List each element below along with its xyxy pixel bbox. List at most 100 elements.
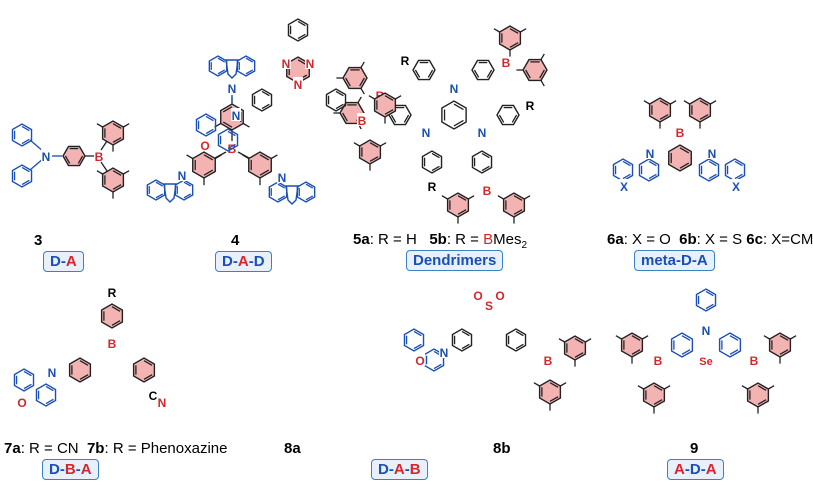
methyl-group <box>540 80 545 87</box>
double-bond <box>681 335 691 341</box>
double-bond <box>183 181 192 187</box>
molecule-drawings: NBBNNNNNNRBBRBRBNXNXRBCNNONNNNOBSOONOBNS… <box>11 18 797 414</box>
methyl-group <box>186 154 194 160</box>
category-badge-d-a-d: D-A-D <box>215 251 272 272</box>
double-bond <box>515 330 524 337</box>
phenyl <box>287 18 309 42</box>
mesityl-ring <box>642 382 666 408</box>
phenoxazine-ring <box>217 128 239 152</box>
boron-atom: B <box>108 337 117 351</box>
atom-bg <box>227 81 237 94</box>
double-bond <box>259 154 270 161</box>
mesityl-ring <box>358 139 382 165</box>
compound-label-7: 7a: R = CN 7b: R = Phenoxazine <box>4 440 228 457</box>
double-bond <box>648 160 657 167</box>
phenoxazine-ring <box>195 113 217 137</box>
phenyl <box>496 104 520 126</box>
pyrrole-ring <box>225 59 239 79</box>
methyl-group <box>585 338 592 343</box>
double-bond <box>112 123 122 129</box>
mesityl-ring <box>522 58 548 82</box>
double-bond <box>143 360 153 366</box>
double-bond <box>513 195 523 201</box>
double-bond <box>659 114 669 120</box>
methyl-group <box>242 122 250 128</box>
compound-label-6: 6a: X = O 6b: X = S 6c: X=CMe2 <box>607 231 813 248</box>
category-badge-d-a-b: D-A-B <box>371 459 428 480</box>
double-bond <box>549 382 559 388</box>
atom-bg <box>357 113 367 126</box>
mesityl-ring <box>502 192 526 218</box>
methyl-group <box>380 142 387 147</box>
mesityl-ring <box>688 97 712 123</box>
selenium-atom: Se <box>699 356 712 368</box>
bond <box>100 161 108 172</box>
atom-bg <box>482 183 492 196</box>
double-bond <box>21 179 30 186</box>
boron-atom: B <box>544 354 553 368</box>
atom-bg <box>653 353 663 366</box>
oxygen-atom: O <box>415 354 424 368</box>
double-bond <box>390 114 397 123</box>
compound-label-8b: 8b <box>493 440 511 457</box>
double-bond <box>111 320 121 326</box>
nitrile-carbon: C <box>149 389 158 403</box>
double-bond <box>21 166 30 173</box>
r-group: R <box>108 286 117 300</box>
boron-atom: B <box>502 56 511 70</box>
atom-bg <box>157 395 167 408</box>
double-bond <box>384 95 394 101</box>
double-bond <box>513 209 523 215</box>
phenoxazine-ring <box>612 158 634 182</box>
methyl-group <box>710 100 717 105</box>
oxygen-atom: O <box>17 396 26 410</box>
boron-atom: B <box>358 114 367 128</box>
double-bond <box>369 156 379 162</box>
mesityl-ring <box>446 192 470 218</box>
double-bond <box>679 162 690 169</box>
double-bond <box>427 69 434 78</box>
pyrrole-ring <box>285 185 299 205</box>
double-bond <box>648 173 657 180</box>
carbazole-ring <box>174 179 194 201</box>
double-bond <box>549 396 559 402</box>
mesityl-ring <box>101 120 125 146</box>
nitrogen-atom: N <box>646 147 655 161</box>
oxygen-atom: O <box>495 289 504 303</box>
double-bond <box>261 103 270 110</box>
boron-atom: B <box>750 354 759 368</box>
r-group: R <box>428 180 437 194</box>
nitrogen-atom: N <box>478 126 487 140</box>
double-bond <box>779 349 789 355</box>
bond <box>214 151 227 159</box>
double-bond <box>699 114 709 120</box>
atom-bg <box>484 298 494 311</box>
x-heteroatom: X <box>732 180 740 194</box>
phenoxazine-ring <box>13 368 35 392</box>
atom-bg <box>17 395 27 408</box>
phenoselenazine-ring <box>670 332 694 358</box>
methyl-group <box>615 335 622 340</box>
double-bond <box>734 173 743 180</box>
atom-bg <box>477 125 487 138</box>
atom-bg <box>701 353 711 366</box>
double-bond <box>734 160 743 167</box>
double-bond <box>359 77 365 87</box>
double-bond <box>574 338 584 344</box>
sulfur-atom: S <box>485 299 493 313</box>
methyl-group <box>441 195 448 200</box>
methyl-group <box>360 61 365 68</box>
nitrogen-atom: N <box>440 346 449 360</box>
double-bond <box>539 69 545 79</box>
category-badge-a-d-a: A-D-A <box>667 459 724 480</box>
x-heteroatom: X <box>620 180 628 194</box>
double-bond <box>277 183 286 189</box>
double-bond <box>757 399 767 405</box>
double-bond <box>23 370 32 377</box>
mesityl-ring <box>248 151 272 179</box>
double-bond <box>45 385 54 392</box>
double-bond <box>112 137 122 143</box>
methyl-group <box>468 195 475 200</box>
double-bond <box>369 142 379 148</box>
atom-bg <box>177 168 187 181</box>
